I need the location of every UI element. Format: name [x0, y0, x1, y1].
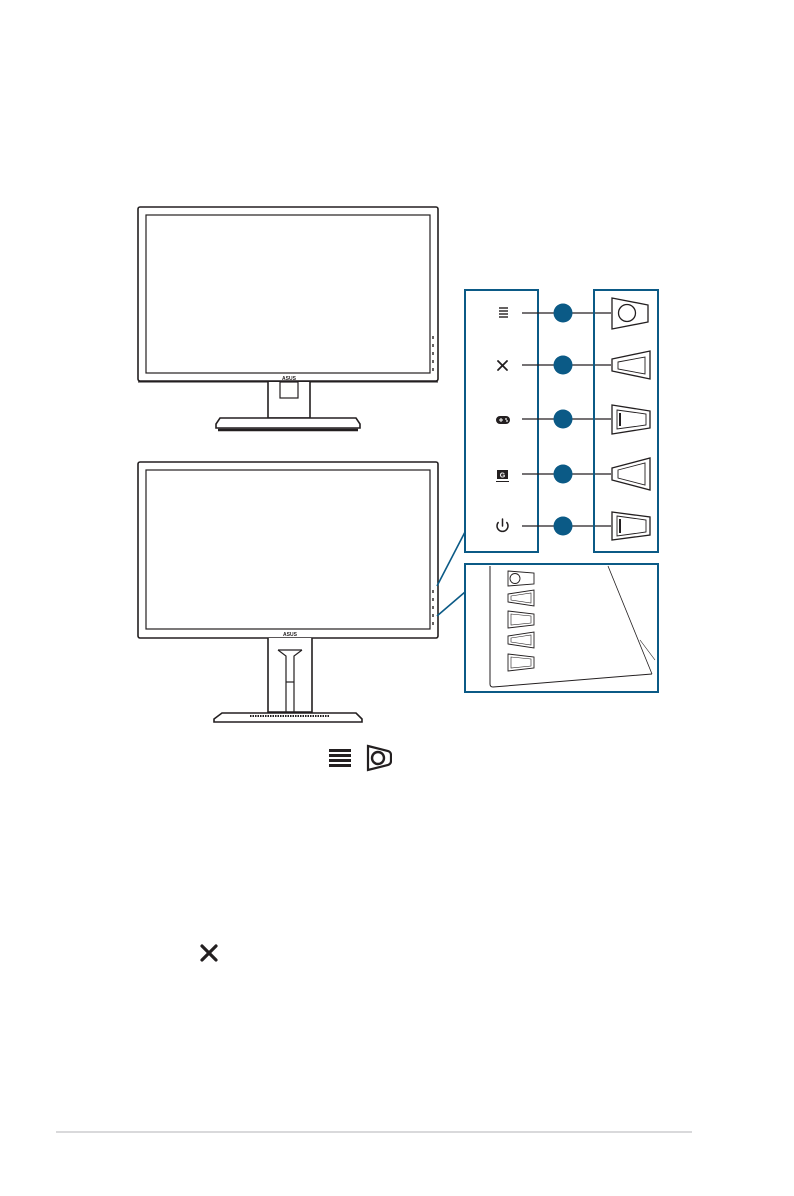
- menu-lines-icon: [329, 749, 351, 767]
- monitor-top-base: [216, 418, 360, 428]
- callout-3: [554, 410, 573, 429]
- monitor-bottom-base: [214, 713, 362, 722]
- svg-text:G: G: [500, 473, 506, 480]
- trapezoid-button: [612, 351, 650, 379]
- power-icon: [497, 519, 508, 531]
- monitor-top: [138, 207, 438, 430]
- detail-view-frame: [465, 564, 658, 692]
- dial-button-icon: [366, 744, 392, 772]
- button-panel: [594, 290, 658, 552]
- callout-2: [554, 356, 573, 375]
- callout-5: [554, 517, 573, 536]
- monitor-top-screen: [146, 215, 430, 373]
- gamepad-icon: [496, 416, 510, 424]
- monitor-top-logo: ASUS: [282, 376, 297, 382]
- monitor-bottom-stand: [268, 638, 312, 712]
- icon-panel: G: [465, 290, 611, 552]
- callout-4: [554, 465, 573, 484]
- monitor-bottom-logo: ASUS: [283, 632, 298, 638]
- trapezoid-button: [612, 512, 650, 540]
- footer-rule: [56, 1131, 692, 1133]
- monitor-bottom: [138, 462, 438, 722]
- menu-lines-icon: [499, 308, 508, 317]
- round-button: [612, 298, 648, 329]
- close-x-icon: [498, 361, 507, 370]
- trapezoid-button: [612, 405, 650, 434]
- zoom-lines: [437, 532, 465, 616]
- trapezoid-button: [612, 458, 650, 490]
- g-badge-icon: G: [496, 470, 509, 482]
- callout-1: [554, 304, 573, 323]
- monitor-bottom-screen: [146, 470, 430, 629]
- close-x-icon: [200, 944, 218, 962]
- detail-view: [465, 564, 658, 692]
